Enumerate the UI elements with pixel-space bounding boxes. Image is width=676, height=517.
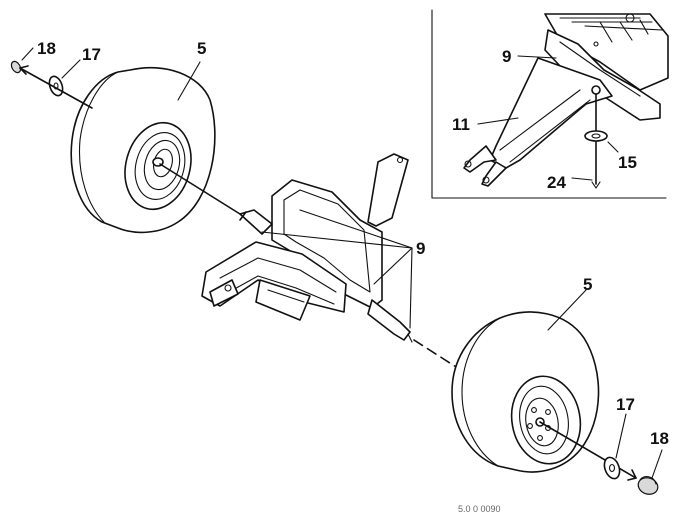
inset-washer — [584, 130, 608, 142]
callout-top-left-washer: 17 — [82, 45, 101, 64]
callout-bottom-right-wheel: 5 — [583, 275, 592, 294]
callout-inset-arm: 11 — [452, 115, 470, 134]
inset-detail: 9 11 15 24 — [431, 9, 669, 199]
callout-top-left-wheel: 5 — [197, 39, 206, 58]
footer-text: 5.0 0 0090 — [458, 504, 501, 514]
inset-arm — [463, 57, 613, 187]
callout-inset-washer: 15 — [618, 153, 637, 172]
top-left-cap — [10, 60, 22, 74]
bottom-right-wheel — [451, 311, 600, 473]
callout-axle-spindles: 9 — [416, 239, 425, 258]
callout-bottom-right-cap: 18 — [650, 429, 669, 448]
top-left-wheel — [70, 66, 216, 234]
top-left-washer — [48, 75, 64, 97]
inset-frame-bracket — [544, 13, 669, 121]
callout-bottom-right-washer: 17 — [616, 395, 635, 414]
callout-inset-bracket: 9 — [502, 47, 511, 66]
axle-frame — [201, 153, 413, 343]
bottom-right-cap — [637, 475, 659, 495]
callout-inset-bolt: 24 — [547, 173, 566, 192]
bottom-right-washer — [603, 456, 621, 480]
callout-top-left-cap: 18 — [37, 39, 56, 58]
